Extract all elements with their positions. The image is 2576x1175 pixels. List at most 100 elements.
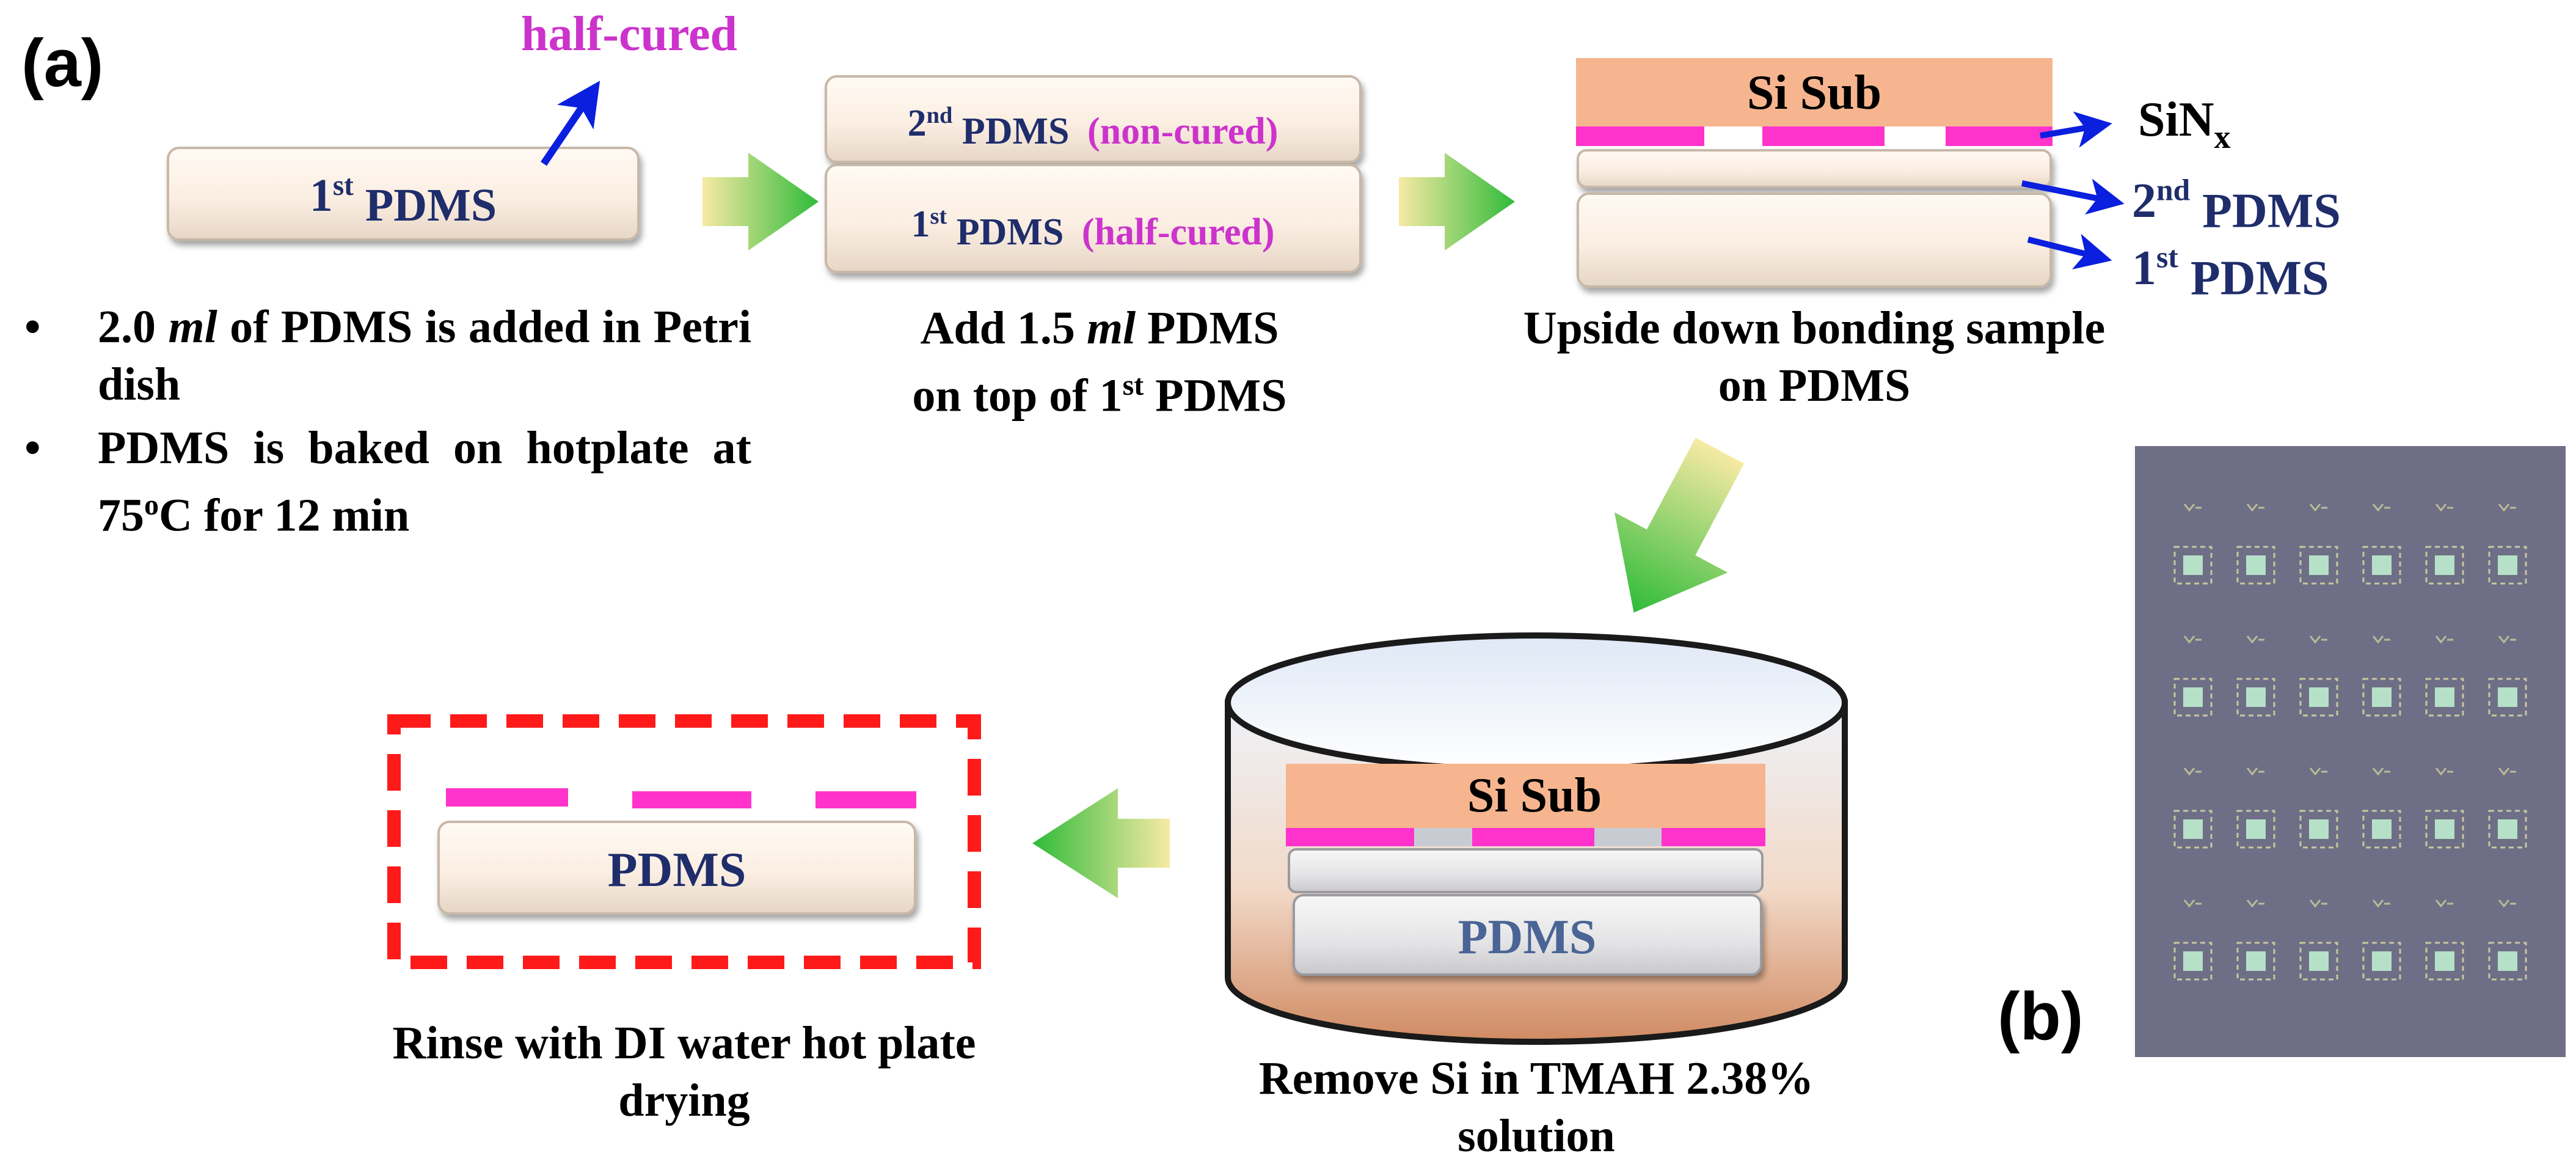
micro-pad-frame [2488,810,2527,849]
bullet-dot-icon: • [24,422,41,474]
flow-arrow-right-1 [702,153,819,251]
step5-caption: Rinse with DI water hot plate drying [263,1014,1106,1129]
micro-pad [2183,687,2203,707]
result-dashed-frame [387,714,981,969]
sinx-callout-arrow [2040,111,2112,148]
micro-pad-frame [2425,678,2464,717]
first-pdms-text-step2: 1st PDMS (half-cured) [911,203,1274,253]
micro-alignment-mark [2435,899,2453,908]
tank-si-sub-label: Si Sub [1467,769,1602,822]
step2-caption-line1: Add 1.5 ml PDMS [920,302,1279,354]
tank-si-sub-block [1286,764,1765,828]
micro-pad-frame [2236,810,2275,849]
micro-pad [2183,819,2203,839]
micro-pad-frame [2362,546,2401,585]
micrograph-image [2135,446,2566,1057]
micro-pad [2183,555,2203,575]
micro-pad-frame [2488,546,2527,585]
micro-pad [2435,819,2454,839]
micro-pad [2309,555,2329,575]
micro-pad-frame [2173,942,2213,981]
step5-caption-line1: Rinse with DI water hot plate [392,1017,976,1069]
tank-sinx-pad [1472,828,1594,846]
micro-pad [2372,951,2392,971]
micro-pad-frame [2425,810,2464,849]
micro-pad-frame [2236,546,2275,585]
first-pdms-slab [167,147,640,241]
step2-caption: Add 1.5 ml PDMS on top of 1st PDMS [794,299,1405,424]
micro-pad-frame [2236,678,2275,717]
final-sinx-pad [632,791,751,808]
micro-alignment-mark [2183,899,2202,908]
sinx-pad [1946,126,2052,146]
flow-arrow-left [1032,788,1170,898]
first-pdms-callout-label: 1st PDMS [2132,241,2329,306]
final-pdms-slab [437,821,916,915]
micro-pad [2372,555,2392,575]
micro-alignment-mark [2246,635,2264,644]
micro-pad [2498,555,2517,575]
micro-pad-frame [2362,810,2401,849]
micro-pad-frame [2173,678,2213,717]
first-pdms-slab-step2 [825,164,1362,273]
micro-pad [2246,819,2266,839]
micro-alignment-mark [2498,767,2516,776]
micrograph-pads [2173,503,2527,981]
micro-alignment-mark [2309,899,2327,908]
first-pdms-callout-arrow [2027,233,2112,269]
micro-pad-frame [2299,678,2338,717]
list-item: • 2.0 ml of PDMS is added in Petri dish [18,298,751,413]
step1-group: 1st PDMS half-cured [167,7,737,241]
micro-alignment-mark [2372,635,2390,644]
step2-caption-line2: on top of 1st PDMS [912,369,1287,422]
step3-caption-line2: on PDMS [1718,360,1911,411]
micro-alignment-mark [2246,503,2264,512]
si-sub-label: Si Sub [1747,66,1881,120]
micro-pad-frame [2362,678,2401,717]
micro-alignment-mark [2372,899,2390,908]
micro-pad [2435,951,2454,971]
micro-alignment-mark [2183,503,2202,512]
step3-group: Si Sub SiNx 2nd PDMS 1st PDMS [1576,58,2341,306]
step4-caption-line2: solution [1458,1110,1615,1162]
micro-alignment-mark [2435,635,2453,644]
si-sub-block [1576,58,2052,126]
step3-caption: Upside down bonding sample on PDMS [1436,299,2193,414]
second-pdms-thin-slab [1577,149,2052,188]
micro-pad [2498,819,2517,839]
first-pdms-label: 1st PDMS [310,170,497,231]
first-pdms-thick-slab [1577,192,2052,288]
micro-pad [2435,555,2454,575]
tmah-tank-rim [1225,632,1848,773]
sinx-callout-label: SiNx [2138,93,2231,155]
micro-pad-frame [2173,546,2213,585]
micro-pad [2372,819,2392,839]
flow-arrow-diagonal [1614,437,1745,613]
final-pdms-label: PDMS [608,843,746,897]
panel-label-a: (a) [21,26,104,101]
micro-pad-frame [2488,942,2527,981]
micro-pad [2498,951,2517,971]
tank-sinx-pad [1286,828,1414,846]
micro-alignment-mark [2372,767,2390,776]
micro-pad-frame [2299,546,2338,585]
micro-pad [2309,819,2329,839]
list-item: • PDMS is baked on hotplate at 75oC for … [18,419,751,544]
micro-pad [2309,687,2329,707]
micro-alignment-mark [2309,767,2327,776]
micro-alignment-mark [2372,503,2390,512]
micro-pad [2435,687,2454,707]
micro-pad-frame [2299,942,2338,981]
step3-caption-line1: Upside down bonding sample [1523,302,2106,354]
step5-caption-line2: drying [618,1075,750,1126]
micro-alignment-mark [2183,767,2202,776]
sinx-pad [1576,126,1704,146]
final-sinx-pad [815,791,916,808]
micro-pad-frame [2173,810,2213,849]
micro-alignment-mark [2246,899,2264,908]
micro-alignment-mark [2498,503,2516,512]
micro-pad [2183,951,2203,971]
step4-caption: Remove Si in TMAH 2.38% solution [1130,1050,1943,1165]
